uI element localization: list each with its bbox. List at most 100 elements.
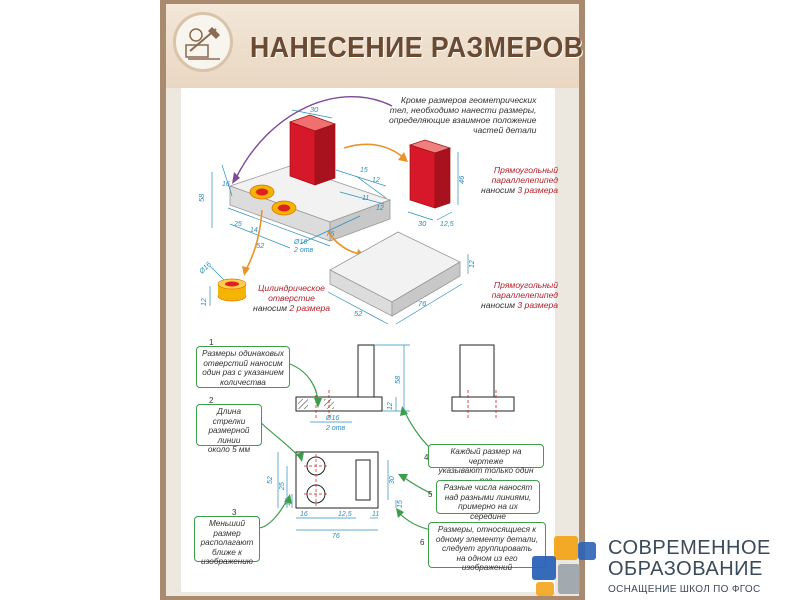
callout-6-line: Размеры, относящиеся к: [437, 525, 537, 534]
brand-name-line2: ОБРАЗОВАНИЕ: [608, 558, 763, 580]
callout-3-number: 3: [232, 508, 237, 517]
iso-dim-15: 15: [360, 167, 368, 174]
iso-dim-14: 14: [250, 227, 258, 234]
callout-5-line: Разные числа наносят: [443, 483, 533, 492]
callout-1-line: один раз с указанием: [202, 368, 284, 378]
plate-side: [391, 261, 461, 317]
iso-hole-1-core: [256, 188, 268, 196]
box-note-line2: параллелепипед: [491, 175, 559, 185]
box-front: [409, 144, 436, 209]
intro-arrowhead: [232, 172, 240, 184]
plate-dim-w: 52: [354, 309, 363, 318]
callout-3: Меньший размер располагают ближе к изобр…: [194, 516, 260, 566]
callout-2-arrowhead: [296, 452, 304, 462]
iso-dim-dia16: Ø16: [293, 239, 307, 246]
intro-arrow: [235, 96, 393, 179]
cyl-dim-h: 12: [201, 298, 208, 306]
to-box-arrow: [343, 143, 405, 159]
callout-6-line: одному элементу детали,: [435, 534, 539, 544]
box-note-count: 3 размера: [517, 185, 559, 195]
brand-tagline: ОСНАЩЕНИЕ ШКОЛ ПО ФГОС: [608, 584, 761, 595]
callout-6-number: 6: [420, 538, 425, 547]
to-cyl-arrowhead: [242, 266, 250, 276]
iso-dim-2-holes: 2 отв: [293, 247, 314, 254]
plate-note-count: 3 размера: [517, 300, 559, 310]
callout-2-line: размерной: [208, 426, 250, 436]
cyl-dimension-lines: [209, 265, 225, 306]
box-dimension-lines: [407, 152, 459, 221]
callout-1-line: количества: [220, 377, 266, 387]
callout-3-line: располагают: [200, 538, 254, 548]
iso-dimension-lines: [211, 109, 387, 249]
callout-1-line: Размеры одинаковых: [201, 349, 285, 358]
box-note-line3: наносим 3 размера: [481, 185, 558, 195]
iso-hole-2-core: [278, 204, 290, 212]
callout-3-line: ближе к: [212, 547, 242, 557]
intro-line: частей детали: [473, 125, 537, 135]
top-dim-76: 76: [332, 533, 340, 540]
cyl-note-line3: наносим 2 размера: [253, 303, 330, 313]
plate-note-line3: наносим 3 размера: [481, 300, 558, 310]
header-band: [166, 4, 579, 88]
callout-3-line: изображению: [201, 557, 253, 567]
front-clean-base: [451, 396, 515, 412]
callout-2-line: около 5 мм: [207, 445, 251, 455]
callout-1-line: отверстий наносим: [203, 358, 283, 368]
front-base: [295, 396, 383, 412]
callout-2-number: 2: [209, 396, 214, 405]
iso-dim-58: 58: [197, 193, 206, 202]
callout-2-line: Длина стрелки: [212, 407, 246, 426]
cyl-note-count: 2 размера: [289, 303, 331, 313]
front-upright: [357, 344, 375, 398]
callout-1: Размеры одинаковых отверстий наносим оди…: [196, 346, 290, 388]
intro-line: Кроме размеров геометрических: [400, 95, 537, 105]
cyl-note-line1: Цилиндрическое: [258, 283, 325, 293]
callout-5: Разные числа наносят над разными линиями…: [436, 480, 540, 521]
iso-dim-12b: 12: [376, 205, 384, 212]
iso-dim-11: 11: [362, 195, 369, 202]
callout-1-arrowhead: [314, 398, 322, 408]
iso-block-side: [314, 123, 336, 186]
iso-dim-52: 52: [256, 241, 265, 250]
callout-5-line: примерно на их середине: [458, 502, 518, 521]
plate-dim-h: 12: [469, 260, 476, 268]
to-box-arrowhead: [398, 152, 408, 162]
plate-note-line2: параллелепипед: [491, 290, 559, 300]
plate-note: Прямоугольный параллелепипед наносим 3 р…: [481, 280, 558, 310]
callout-5-line: над разными линиями,: [444, 492, 532, 502]
callout-1-number: 1: [209, 338, 214, 347]
cyl-dim-dia: Ø16: [198, 261, 213, 276]
cyl-note-prefix: наносим: [253, 303, 290, 313]
callout-4-line: Каждый размер на чертеже: [450, 447, 522, 466]
callout-5-number: 5: [428, 490, 433, 499]
iso-dim-76: 76: [326, 229, 335, 238]
cyl-note: Цилиндрическое отверстие наносим 2 разме…: [253, 283, 330, 313]
top-dim-12-5: 12,5: [338, 511, 352, 518]
callout-5-arrowhead: [398, 474, 408, 482]
front-clean-upright: [459, 344, 495, 398]
callout-6-arrowhead: [396, 508, 404, 518]
front-hatch-2: [324, 399, 334, 409]
intro-line: тел, необходимо нанести размеры,: [389, 105, 537, 115]
iso-dim-12: 12: [372, 177, 380, 184]
brand-logo-icon: [532, 536, 596, 596]
plate-dimension-lines: [327, 254, 469, 325]
intro-line: определяющие взаимное положение: [389, 115, 537, 125]
intro-text: Кроме размеров геометрических тел, необх…: [389, 95, 536, 135]
top-dim-30: 30: [389, 476, 396, 484]
callout-4-number: 4: [424, 453, 429, 462]
cyl-core: [225, 281, 239, 287]
brand-name-line1: СОВРЕМЕННОЕ: [608, 537, 771, 559]
callout-6-line: следует группировать: [441, 544, 533, 554]
box-dim-d: 12,5: [440, 221, 454, 228]
front-dimension-lines: [310, 344, 410, 423]
front-dim-dia: Ø16: [325, 415, 339, 422]
front-dim-t: 12: [387, 402, 394, 410]
iso-dim-25: 25: [233, 221, 242, 228]
callout-2-line: линии: [217, 435, 241, 445]
drafting-tools-icon: [185, 27, 220, 60]
top-dimension-lines: [277, 452, 397, 531]
front-dim-holes: 2 отв: [325, 425, 346, 432]
box-note-prefix: наносим: [481, 185, 518, 195]
